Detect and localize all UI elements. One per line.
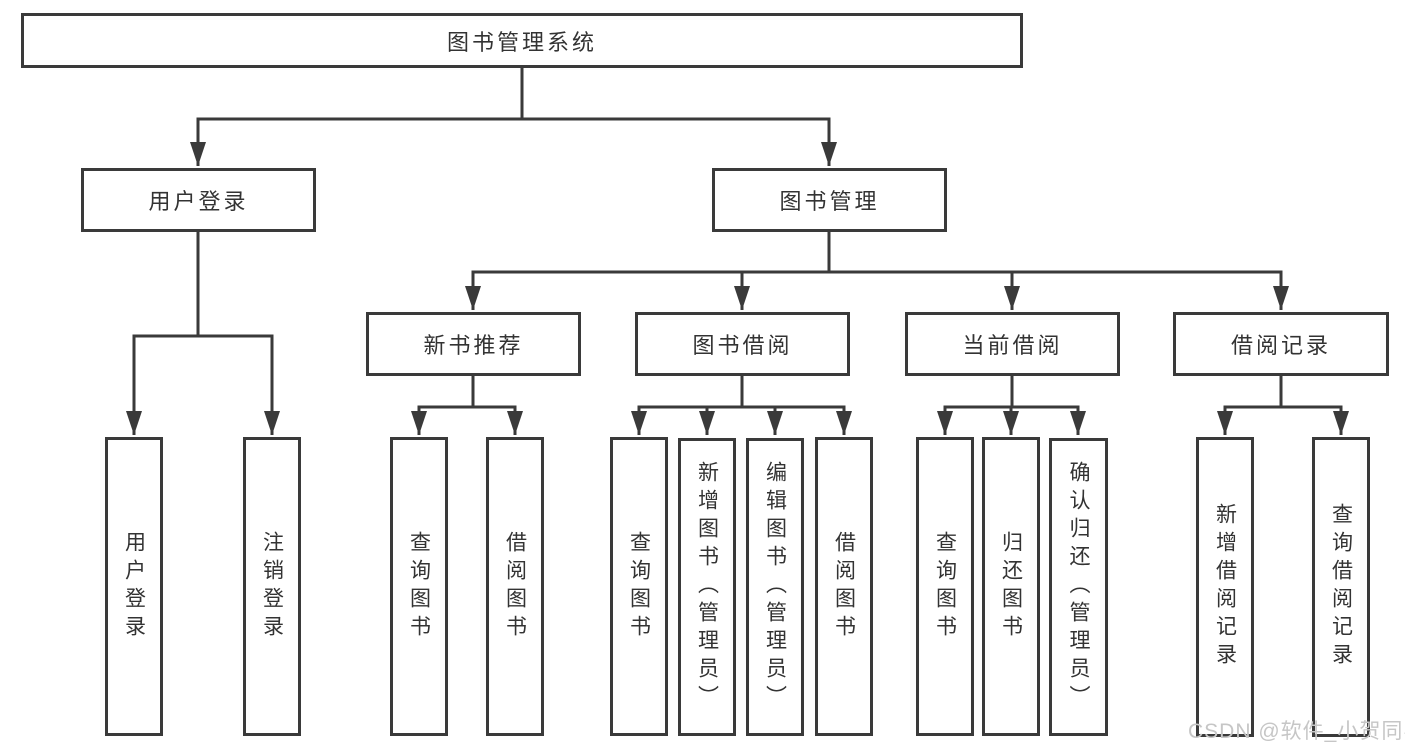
node-user-login: 用户登录: [81, 168, 316, 232]
leaf-records-add-record: 新增借阅记录: [1196, 437, 1254, 737]
node-root-system: 图书管理系统: [21, 13, 1023, 68]
branch-borrow-records: [1217, 376, 1349, 435]
leaf-borrow-add-books-admin: 新增图书（管理员）: [678, 438, 736, 736]
node-current-borrow: 当前借阅: [905, 312, 1120, 376]
leaf-current-confirm-return-admin: 确认归还（管理员）: [1049, 438, 1108, 736]
node-borrow-records: 借阅记录: [1173, 312, 1389, 376]
node-new-book-recommend: 新书推荐: [366, 312, 581, 376]
leaf-current-query-books: 查询图书: [916, 437, 974, 736]
leaf-recommend-query-books: 查询图书: [390, 437, 448, 736]
branch-new-book-recommend: [411, 376, 523, 435]
branch-user-login: [126, 232, 280, 435]
branch-root: [190, 68, 837, 166]
node-book-management: 图书管理: [712, 168, 947, 232]
leaf-logout: 注销登录: [243, 437, 301, 736]
branch-current-borrow: [937, 376, 1086, 435]
leaf-borrow-borrow-books: 借阅图书: [815, 437, 873, 736]
leaf-recommend-borrow-books: 借阅图书: [486, 437, 544, 736]
node-book-borrow: 图书借阅: [635, 312, 850, 376]
branch-book-borrow: [631, 376, 852, 435]
csdn-watermark: CSDN @软件_小贺同学: [1188, 720, 1405, 743]
leaf-records-query-record: 查询借阅记录: [1312, 437, 1370, 737]
branch-book-management: [465, 232, 1289, 310]
leaf-user-login: 用户登录: [105, 437, 163, 736]
leaf-borrow-edit-books-admin: 编辑图书（管理员）: [746, 438, 804, 736]
leaf-current-return-books: 归还图书: [982, 437, 1040, 736]
leaf-borrow-query-books: 查询图书: [610, 437, 668, 736]
